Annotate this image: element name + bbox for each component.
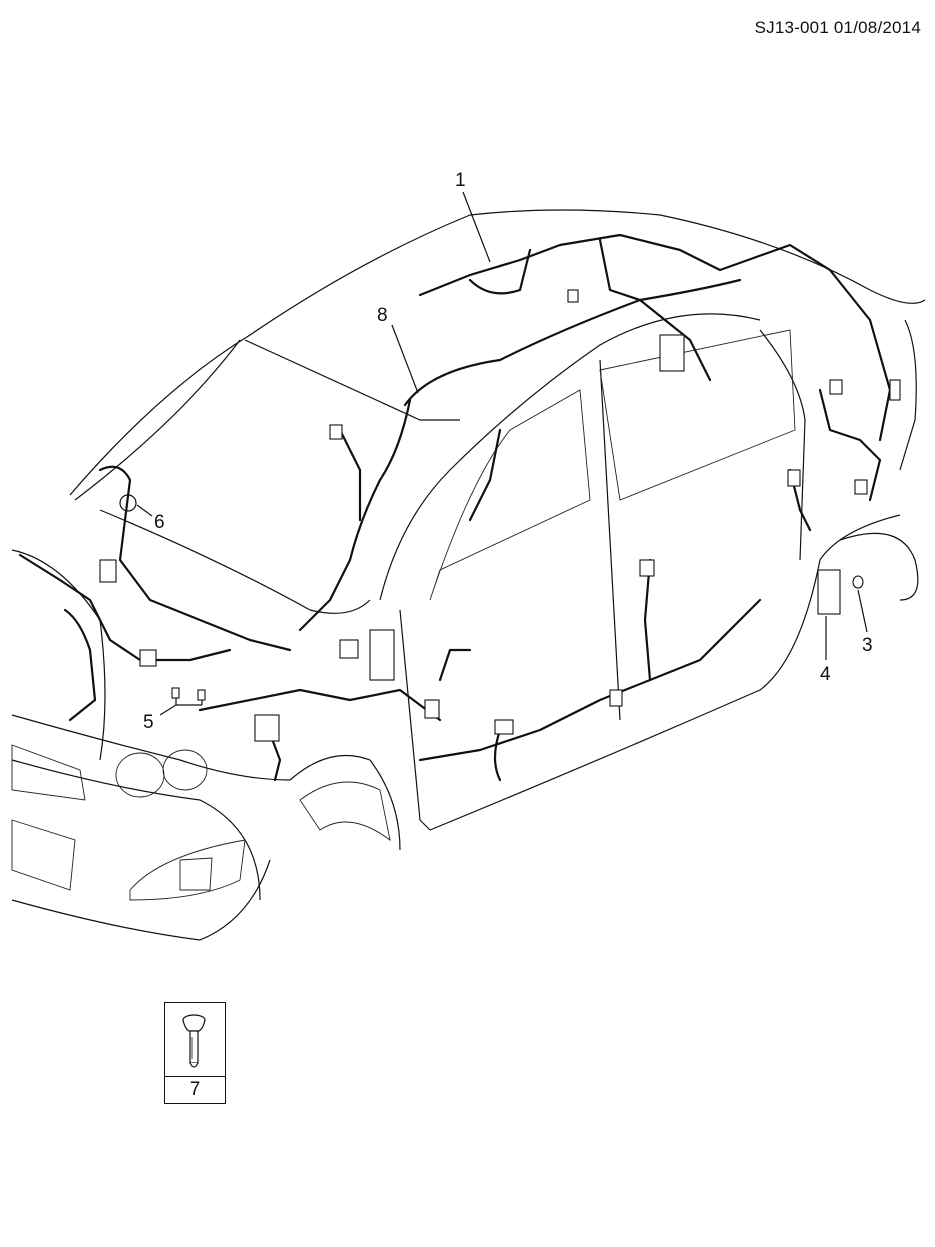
callout-leader-lines [136, 191, 868, 716]
wiring-harness-lines [18, 233, 892, 782]
callout-5: 5 [143, 712, 154, 733]
harness-connectors [99, 289, 901, 742]
callout-6: 6 [154, 512, 165, 533]
callout-4: 4 [820, 664, 831, 685]
car-body-outline [11, 209, 926, 941]
push-pin-fastener-icon [182, 1014, 206, 1068]
item-6-grommet [119, 494, 137, 512]
callout-8: 8 [377, 305, 388, 326]
callout-1: 1 [455, 170, 466, 191]
item-7-inset-box: 7 [164, 1002, 226, 1104]
callout-3: 3 [862, 635, 873, 656]
item-7-label: 7 [165, 1076, 225, 1103]
diagram-reference-code: SJ13-001 01/08/2014 [754, 18, 921, 37]
